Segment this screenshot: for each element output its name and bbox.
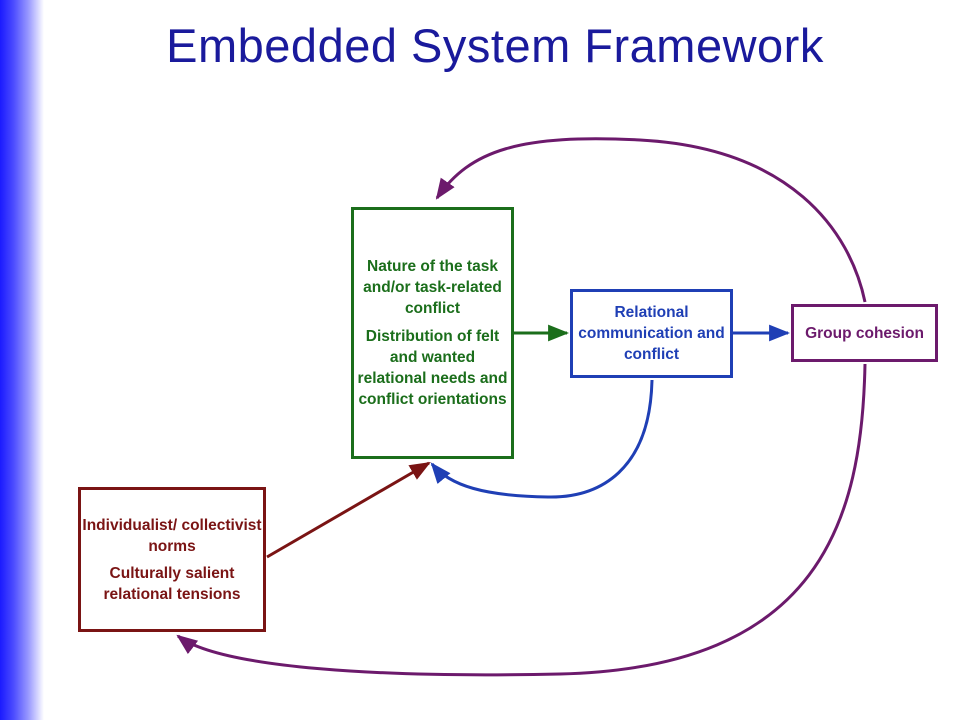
relational-communication-text: Relational communication and conflict [578,304,725,363]
group-cohesion-text: Group cohesion [805,324,924,342]
arrow-relational-to-task [430,379,654,499]
page-title: Embedded System Framework [166,19,824,72]
relational-needs-text: Distribution of felt and wanted relation… [357,328,508,408]
slide-accent-bar [0,0,44,720]
relational-tensions-text: Culturally salient relational tensions [103,564,241,603]
arrow-group-to-individual [176,363,867,677]
task-nature-text: Nature of the task and/or task-related c… [363,258,502,317]
task-conflict-box: Nature of the task and/or task-related c… [351,207,514,459]
cultural-norms-box: Individualist/ collectivist norms Cultur… [78,487,266,632]
arrow-individual-to-task [266,461,431,559]
group-cohesion-box: Group cohesion [791,304,938,362]
individualist-norms-text: Individualist/ collectivist norms [82,516,262,555]
relational-communication-box: Relational communication and conflict [570,289,733,378]
arrow-group-to-task [435,137,867,303]
